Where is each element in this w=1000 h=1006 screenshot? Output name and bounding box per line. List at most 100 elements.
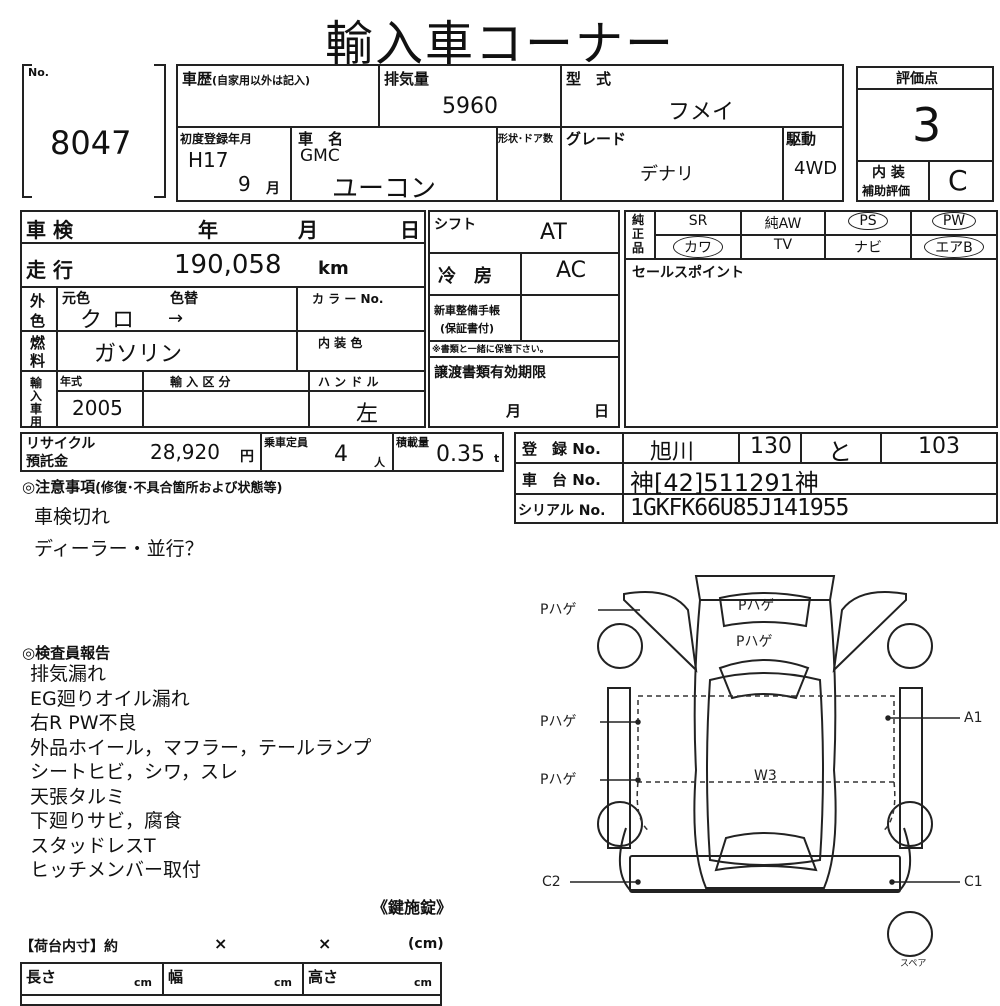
page-title: 輸入車コーナー (324, 16, 675, 72)
cargo-times-1: × (214, 934, 228, 953)
front-bumper (629, 855, 901, 893)
rear-bumper (694, 575, 836, 601)
serial-label: シリアル No. (518, 503, 606, 519)
evaluation-label: 評価点 (896, 71, 938, 87)
inspector-line: スタッドレスT (30, 834, 156, 857)
left-front-fender (618, 827, 706, 891)
interior-score: C (948, 164, 968, 197)
load-label: 積載量 (396, 436, 429, 449)
car-damage-diagram: Pハゲ Pハゲ Pハゲ Pハゲ Pハゲ W3 A1 C1 C2 スペア (540, 575, 983, 969)
inspection-month: 月 (298, 218, 318, 242)
car-maker: GMC (300, 146, 340, 166)
ac-value: AC (556, 258, 587, 283)
transfer-docs-month: 月 (506, 402, 522, 420)
mileage-label: 走 行 (26, 258, 73, 282)
registration-kana: と (828, 438, 852, 466)
import-type-label: 輸 入 区 分 (170, 375, 231, 389)
inspector-heading: ◎検査員報告 (22, 644, 111, 662)
model-year: 2005 (72, 396, 123, 420)
right-front-fender (824, 827, 912, 891)
load-unit: t (494, 452, 500, 465)
cargo-height-unit: cm (414, 976, 432, 989)
import-label-2: 入 (30, 389, 43, 403)
car-name-label: 車 名 (298, 130, 344, 148)
roof-panel (706, 672, 824, 866)
genuine-label-2: 正 (632, 227, 645, 241)
evaluation-score: 3 (912, 98, 942, 152)
cargo-unit: (cm) (408, 936, 444, 952)
genuine-label-1: 純 (632, 213, 645, 227)
transfer-docs-day: 日 (594, 402, 610, 420)
diagram-label-left-1: Pハゲ (540, 714, 576, 730)
capacity-unit: 人 (374, 456, 385, 469)
diagram-label-a1: A1 (964, 710, 982, 726)
drive-value: 4WD (794, 158, 838, 179)
serial-number: 1GKFK66U85J141955 (630, 495, 849, 521)
model-year-label: 年式 (60, 375, 82, 388)
fuel-value: ガソリン (94, 342, 183, 367)
cargo-table (20, 962, 442, 1006)
key-locked-label: 《鍵施錠》 (372, 898, 453, 917)
grade-value: デナリ (640, 164, 694, 185)
registration-label: 登 録 No. (522, 440, 601, 458)
chassis-number: 神[42]511291神 (630, 469, 819, 497)
diagram-label-top: Pハゲ (540, 602, 576, 618)
ac-label: 冷 房 (438, 266, 492, 287)
shift-value: AT (540, 220, 567, 245)
registration-region: 旭川 (650, 440, 695, 465)
left-door-panel (623, 591, 698, 673)
notes-line: 車検切れ (34, 506, 111, 528)
genuine-label-3: 品 (632, 241, 645, 255)
equipment-aw: 純AW (764, 216, 802, 232)
tailgate-window (718, 592, 812, 628)
interior-color-label: 内 装 色 (318, 336, 363, 350)
drive-label: 駆動 (786, 130, 817, 148)
equipment-tv: TV (773, 237, 793, 253)
recycle-table (20, 432, 504, 472)
model-type-value: フメイ (668, 100, 735, 125)
car-name: ユーコン (332, 174, 437, 204)
inspector-line: 排気漏れ (30, 663, 107, 685)
mileage-unit: km (318, 258, 349, 279)
registration-class: 130 (750, 434, 792, 459)
first-registration-month-unit: 月 (266, 181, 280, 197)
capacity-value: 4 (334, 442, 348, 467)
diagram-label-tailgate: Pハゲ (738, 598, 774, 614)
registration-number: 103 (918, 434, 960, 459)
rear-right-wheel (887, 623, 933, 669)
chassis-label: 車 台 No. (522, 471, 601, 489)
diagram-label-spare: スペア (900, 959, 926, 969)
recycle-value: 28,920 (150, 440, 220, 464)
cargo-width-unit: cm (274, 976, 292, 989)
diagram-label-c2: C2 (542, 874, 561, 890)
rear-window (718, 659, 810, 700)
equipment-sr: SR (688, 213, 708, 229)
recycle-label-1: リサイクル (26, 436, 96, 452)
capacity-label: 乗車定員 (264, 436, 308, 449)
front-left-wheel (597, 801, 643, 847)
inspection-year: 年 (198, 218, 218, 242)
windshield (714, 832, 818, 872)
vehicle-info-table (176, 64, 844, 202)
grade-label: グレード (566, 130, 627, 148)
lot-number-label: No. (28, 66, 49, 79)
first-registration-month: 9 (238, 172, 251, 196)
inspector-line: シートヒビ，シワ，スレ (30, 761, 239, 783)
original-color-label: 元色 (62, 291, 90, 307)
first-registration-era: H17 (188, 148, 229, 172)
equipment-table (624, 210, 998, 428)
import-label-4: 用 (30, 415, 43, 429)
recycle-label-2: 預託金 (26, 454, 68, 470)
cargo-times-2: × (318, 934, 332, 953)
diagram-label-left-2: Pハゲ (540, 772, 576, 788)
original-color: クロ (80, 308, 145, 333)
left-side-rear (607, 687, 631, 849)
spare-tire (887, 911, 933, 957)
transfer-docs-label: 譲渡書類有効期限 (434, 365, 546, 381)
load-value: 0.35 (436, 442, 485, 467)
inspection-day: 日 (400, 218, 420, 242)
fuel-label-2: 料 (30, 352, 46, 370)
shift-label: シフト (434, 217, 476, 233)
interior-label-2: 補助評価 (862, 184, 911, 198)
service-book-note: ※書類と一緒に保管下さい。 (432, 345, 549, 355)
